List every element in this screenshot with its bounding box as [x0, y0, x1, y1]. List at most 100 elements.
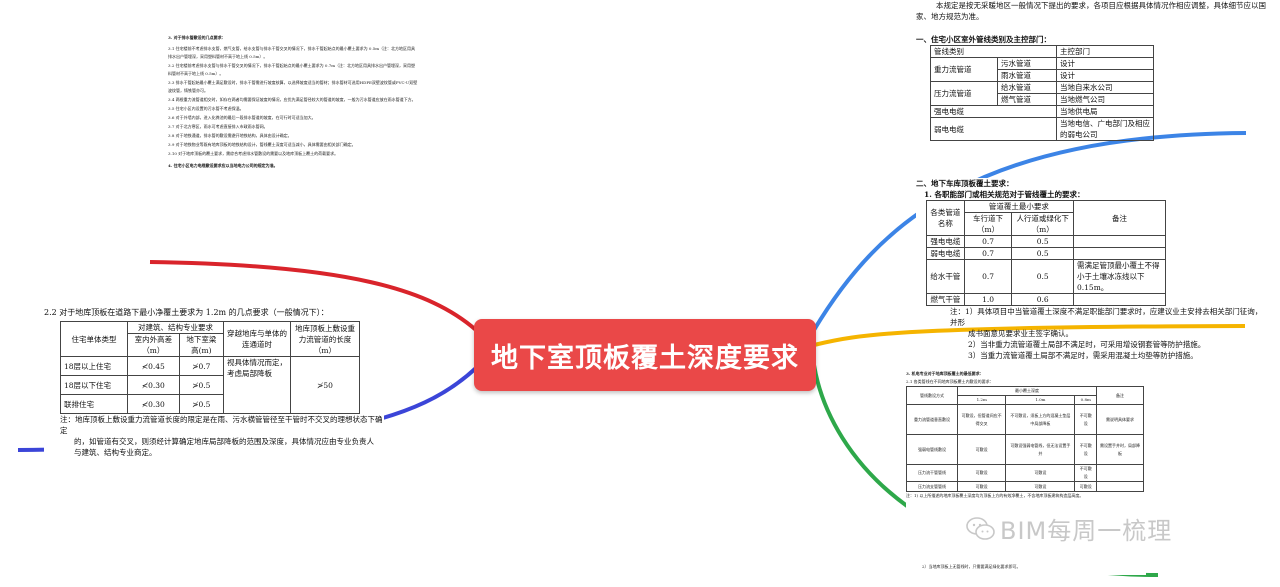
intro-line-2: 家、地方规范为准。: [916, 12, 984, 21]
cell-08: 不可敷设: [1074, 434, 1097, 465]
cell-note: [1096, 481, 1144, 492]
cell-note: 需说明具体要求: [1096, 404, 1144, 435]
section-heading: 2.2 对于地库顶板在道路下最小净覆土要求为 1.2m 的几点要求（一般情况下）…: [44, 308, 329, 317]
cell-note: [1073, 235, 1166, 248]
cell-walk: 0.5: [1011, 235, 1074, 248]
cell-dept: 设计: [1056, 69, 1154, 82]
cell-walk: 0.5: [1011, 259, 1074, 294]
doc-pipeline-categories: 本规定是按无采暖地区一般情况下提出的要求，各项目应根据具体情况作相应调整，具体细…: [916, 0, 1266, 141]
cell-type: 强弱电管线敷设: [906, 434, 958, 465]
col-note: 备注: [1096, 386, 1144, 405]
doc-road-cover-requirements: 2.2 对于地库顶板在道路下最小净覆土要求为 1.2m 的几点要求（一般情况下）…: [44, 307, 384, 457]
cell-dept: 当地自来水公司: [1056, 81, 1154, 94]
cell-10: 不可敷设，须板上方的混凝土垫层中局部降板: [1005, 404, 1076, 435]
cell-beam: ≯0.5: [178, 394, 225, 414]
cell-10: 可敷设: [1005, 464, 1076, 482]
cell-beam: ≯0.5: [178, 375, 225, 395]
cell-sub: 雨水管道: [997, 69, 1057, 82]
cell-type: 压力流支管管线: [906, 481, 958, 492]
col-group: 管道覆土最小要求: [963, 200, 1075, 213]
sub-heading: 1. 各职能部门或相关规范对于管线覆土的要求：: [924, 190, 1085, 199]
cell-type: 联排住宅: [60, 394, 128, 414]
mep-cover-table: 管线敷设方式 最小覆土深度 备注 1.2m 1.0m 0.8m 重力流管道垂直敷…: [906, 386, 1144, 492]
building-type-table: 住宅单体类型 对建筑、结构专业要求 穿越地库与单体的连通道时 地库顶板上敷设重力…: [60, 321, 360, 414]
doc-paragraph: 3.8 对于地铁通道，排水管的敷设需避开地铁结构，具体由设计确定。: [168, 133, 292, 138]
cell-len: ≯50: [290, 356, 360, 414]
cell-dept: 当地供电局: [1056, 105, 1154, 118]
col-car: 车行道下（m）: [963, 212, 1013, 236]
note-line-3: 与建筑、结构专业商定。: [74, 448, 157, 457]
pipeline-dept-table: 管线类别主控部门重力流管道污水管道设计雨水管道设计压力流管道给水管道当地自来水公…: [930, 45, 1154, 141]
doc-paragraph: 3.6 对于外墙内部，进入化粪池的最后一段排水管道的坡度，在可行时可适当加大。: [168, 115, 316, 120]
cell-car: 0.7: [963, 259, 1013, 294]
cell-name: 燃气干管: [926, 293, 965, 306]
doc-footer: 4. 住宅小区电力电缆敷设要求应以当地电力公司的规定为准。: [168, 163, 278, 168]
cell-car: 0.7: [963, 235, 1013, 248]
col-name: 各类管道名称: [926, 200, 965, 236]
section-heading: 二、地下车库顶板覆土要求：: [916, 179, 1014, 188]
table-row: 联排住宅≮0.30≯0.5: [60, 394, 360, 414]
note: 注：1) 以上所描述的地库顶板覆土深度均为顶板上方的有效净覆土，不含地库顶板建筑…: [906, 493, 1084, 498]
cell-type: 18层以下住宅: [60, 375, 128, 395]
doc-pipe-laying-requirements: 3. 对于排水管敷设的几点要求： 3.1 住宅楼前不考虑排水支管，燃气支管，给水…: [168, 34, 418, 256]
doc-paragraph: 3.9 对于地铁物业等既有地库顶板的地铁结构设计，管线覆土深度可适当减小，具体需…: [168, 142, 356, 147]
cell-sub: 给水管道: [997, 81, 1057, 94]
col-group: 最小覆土深度: [957, 386, 1097, 396]
col-beam: 地下室梁高(m): [178, 333, 225, 357]
doc-paragraph: 3.5 住宅小区内设置的污水管不考虑保温。: [168, 106, 244, 111]
intro-line-1: 本规定是按无采暖地区一般情况下提出的要求，各项目应根据具体情况作相应调整，具体细…: [936, 1, 1266, 10]
table-row: 管线类别主控部门: [930, 45, 1154, 58]
cell-height: ≮0.30: [127, 394, 180, 414]
note-line: 3）当重力流管道覆土局部不满足时，需采用混凝土均垫等防护措施。: [968, 351, 1198, 360]
branch-top-left: [149, 260, 478, 332]
col-height: 室内外高差（m）: [127, 333, 180, 357]
cell-note: 需满足管顶最小覆土不得小于土壤冰冻线以下 0.15m。: [1073, 259, 1166, 294]
doc-paragraphs: 3.1 住宅楼前不考虑排水支管，燃气支管，给水支管与排水干管交叉的情况下，排水干…: [168, 45, 418, 158]
central-topic-title: 地下室顶板覆土深度要求: [491, 342, 799, 374]
table-row: 18层以下住宅≮0.30≯0.5: [60, 375, 360, 395]
central-topic[interactable]: 地下室顶板覆土深度要求: [474, 319, 816, 391]
cell-dept: 设计: [1056, 57, 1154, 70]
section-heading: 3. 机电专业对于地库顶板覆土的最低要求：: [906, 371, 984, 376]
note-line: 注：1）具体项目中当管道覆土深度不满足职能部门要求时，应建议业主安排去相关部门征…: [950, 307, 1263, 327]
table-row: 强电电缆当地供电局: [930, 105, 1154, 118]
col-note: 备注: [1073, 200, 1166, 236]
cell-12: 可敷设: [956, 434, 1007, 465]
cell-name: 给水干管: [926, 259, 965, 294]
cell-12: 可敷设，但管道间应不得交叉: [956, 404, 1007, 435]
cell-road: 视具体情况而定，考虑局部降板: [223, 356, 291, 414]
cell-height: ≮0.45: [127, 356, 180, 376]
cell-type: 重力流管道垂直敷设: [906, 404, 958, 435]
doc-heading: 3. 对于排水管敷设的几点要求：: [168, 35, 226, 40]
doc-paragraph: 3.4 两根重力流管道相交时，如存在两者均需要保证坡度的情况，应优先满足管径较大…: [168, 97, 416, 102]
table-row: 压力流管道给水管道当地自来水公司: [930, 81, 1154, 106]
cell-10: 可敷设强弱电管线，但无法设置手井: [1005, 434, 1076, 465]
cell-name: 强电电缆: [926, 235, 965, 248]
cell-sub: 污水管道: [997, 57, 1057, 70]
col-walk: 人行道或绿化下（m）: [1011, 212, 1074, 236]
cell-height: ≮0.30: [127, 375, 180, 395]
cell-note: [1073, 293, 1166, 306]
cell-note: 需设置手井时，局部降板: [1096, 434, 1144, 465]
cell-cat: 压力流管道: [930, 81, 998, 106]
cell-note: [1073, 247, 1166, 260]
cell-walk: 0.5: [1011, 247, 1074, 260]
cell-10: 可敷设: [1005, 481, 1076, 492]
cell-08: 不可敷设: [1074, 464, 1097, 482]
note-line: 2）当非重力流管道覆土局部不满足时，可采用增设钢套管等防护措施。: [968, 340, 1206, 349]
cell-beam: ≯0.7: [178, 356, 225, 376]
cell-cat: 管线类别: [930, 45, 1057, 58]
cell-car: 1.0: [963, 293, 1013, 306]
col-12: 1.2m: [956, 395, 1007, 405]
col-struct: 对建筑、结构专业要求: [127, 321, 224, 334]
doc-paragraph: 3.1 住宅楼前不考虑排水支管，燃气支管，给水支管与排水干管交叉的情况下，排水干…: [168, 46, 416, 59]
col-road: 穿越地库与单体的连通道时: [223, 321, 291, 357]
note-line-2: 的，如管道有交叉，则须经计算确定地库局部降板的范围及深度，具体情况应由专业负责人: [74, 437, 374, 446]
footer: 2）当地库顶板上无管线时，只需要满足绿化要求即可。: [922, 564, 1021, 569]
wechat-icon: [966, 516, 995, 540]
cell-note: [1096, 464, 1144, 482]
cell-12: 可敷设: [956, 481, 1007, 492]
col-type: 管线敷设方式: [906, 386, 958, 405]
